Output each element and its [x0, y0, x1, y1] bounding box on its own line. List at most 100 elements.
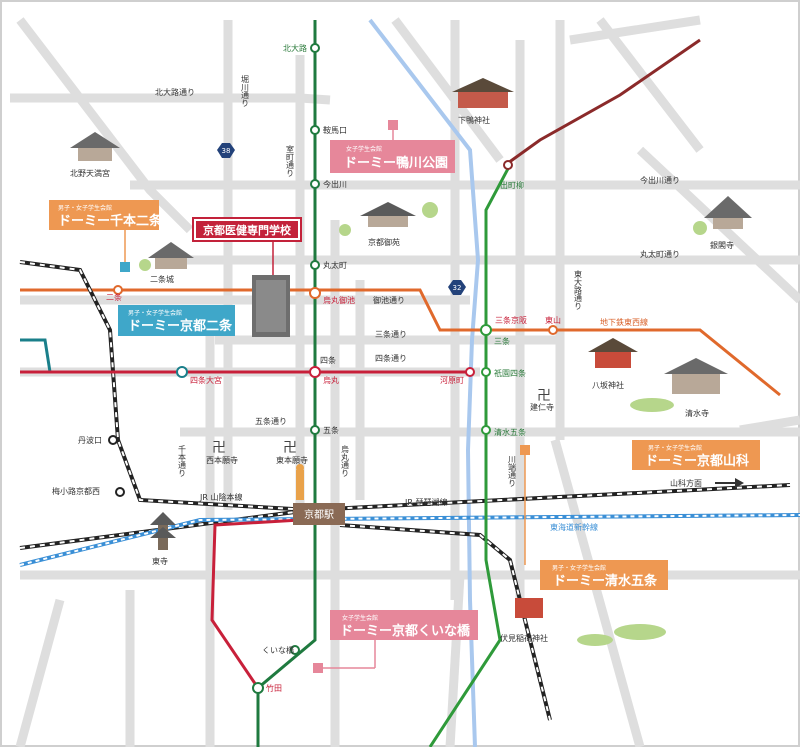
svg-text:ドーミー千本二条: ドーミー千本二条	[58, 213, 163, 229]
svg-text:山科方面: 山科方面	[670, 478, 702, 488]
eizan-line	[507, 38, 701, 165]
svg-text:出町柳: 出町柳	[500, 180, 524, 190]
svg-text:ドーミー京都山科: ドーミー京都山科	[645, 453, 749, 469]
svg-text:今出川通り: 今出川通り	[640, 175, 680, 185]
route-32-shield: 32	[448, 280, 466, 295]
svg-text:烏丸: 烏丸	[323, 375, 339, 385]
svg-text:京都医健専門学校: 京都医健専門学校	[203, 223, 292, 237]
svg-text:東山: 東山	[545, 315, 561, 325]
svg-text:東本願寺: 東本願寺	[276, 455, 308, 465]
svg-text:烏丸御池: 烏丸御池	[323, 295, 355, 305]
route-38-shield: 38	[217, 143, 235, 158]
station-markers	[108, 43, 558, 694]
svg-text:北大路通り: 北大路通り	[155, 87, 195, 97]
dorm-box-senbon-nijo[interactable]: 男子・女子学生会館 ドーミー千本二条	[49, 200, 163, 230]
svg-text:東海道新幹線: 東海道新幹線	[550, 522, 598, 532]
svg-text:烏丸通り: 烏丸通り	[341, 444, 350, 477]
temple-mark-icon: 卍	[537, 388, 551, 404]
kyoto-station-marker: 京都駅	[293, 503, 345, 525]
svg-text:四条大宮: 四条大宮	[190, 375, 222, 385]
svg-text:男子・女子学生会館: 男子・女子学生会館	[648, 444, 702, 452]
svg-text:川端通り: 川端通り	[508, 455, 517, 487]
tozai-line	[20, 288, 781, 397]
svg-text:地下鉄東西線: 地下鉄東西線	[600, 317, 648, 327]
svg-text:西本願寺: 西本願寺	[206, 455, 238, 465]
shrine-gate-icon	[588, 338, 638, 368]
landmark-labels: 下鴨神社 北野天満宮 京都御苑 二条城 銀閣寺 八坂神社 建仁寺 清水寺 西本願…	[70, 115, 734, 643]
svg-text:堀川通り: 堀川通り	[241, 75, 250, 107]
svg-text:丹波口: 丹波口	[78, 435, 102, 445]
svg-text:くいな橋: くいな橋	[262, 645, 294, 655]
kyoto-tower-icon	[296, 464, 304, 500]
svg-text:女子学生会館: 女子学生会館	[346, 145, 382, 153]
svg-text:京都駅: 京都駅	[304, 508, 334, 521]
svg-text:室町通り: 室町通り	[286, 144, 295, 177]
rail-labels: JR 山陰本線 JR 琵琶湖線 東海道新幹線 地下鉄東西線 山科方面	[199, 317, 702, 532]
svg-text:ドーミー京都二条: ドーミー京都二条	[128, 318, 233, 334]
shinkansen-line	[19, 513, 800, 567]
inari-gate-icon	[515, 598, 666, 646]
svg-text:御池通り: 御池通り	[373, 295, 405, 305]
svg-text:丸太町通り: 丸太町通り	[640, 249, 680, 259]
svg-text:北野天満宮: 北野天満宮	[70, 168, 110, 178]
svg-text:今出川: 今出川	[323, 179, 347, 189]
svg-text:三条京阪: 三条京阪	[495, 315, 527, 325]
svg-text:竹田: 竹田	[266, 683, 282, 693]
kintetsu-line	[210, 518, 301, 689]
svg-text:二条城: 二条城	[150, 274, 174, 284]
dorm-box-kamogawa[interactable]: 女子学生会館 ドーミー鴨川公園	[330, 140, 455, 173]
svg-text:三条通り: 三条通り	[375, 329, 407, 339]
svg-text:ドーミー鴨川公園: ドーミー鴨川公園	[344, 155, 448, 171]
pagoda-icon	[150, 512, 176, 550]
svg-text:京都御苑: 京都御苑	[368, 237, 400, 247]
svg-text:JR 琵琶湖線: JR 琵琶湖線	[404, 497, 447, 507]
svg-text:ドーミー清水五条: ドーミー清水五条	[553, 573, 658, 589]
svg-text:鞍馬口: 鞍馬口	[323, 125, 347, 135]
school-label[interactable]: 京都医健専門学校	[192, 217, 302, 242]
jr-sanin-line	[19, 260, 311, 512]
svg-text:四条: 四条	[320, 355, 336, 365]
svg-text:二条: 二条	[106, 292, 122, 302]
svg-text:東大路通り: 東大路通り	[574, 269, 583, 310]
svg-text:梅小路京都西: 梅小路京都西	[52, 486, 100, 496]
road-labels: 北大路通り 今出川通り 丸太町通り 御池通り 三条通り 四条通り 五条通り 堀川…	[155, 75, 680, 487]
svg-text:丸太町: 丸太町	[323, 260, 347, 270]
kiyomizu-temple-icon	[630, 358, 728, 412]
castle-icon	[139, 242, 194, 271]
school-building-icon	[252, 275, 290, 337]
svg-text:銀閣寺: 銀閣寺	[710, 240, 734, 250]
svg-text:河原町: 河原町	[440, 375, 464, 385]
svg-text:38: 38	[222, 147, 231, 155]
svg-text:男子・女子学生会館: 男子・女子学生会館	[58, 204, 112, 212]
svg-text:ドーミー京都くいな橋: ドーミー京都くいな橋	[340, 623, 471, 639]
pavilion-icon	[693, 196, 752, 235]
svg-text:建仁寺: 建仁寺	[530, 402, 554, 412]
svg-text:清水五条: 清水五条	[494, 427, 526, 437]
svg-text:男子・女子学生会館: 男子・女子学生会館	[552, 564, 606, 572]
temple-icon	[70, 132, 120, 161]
shrine-icon	[452, 78, 514, 108]
svg-text:女子学生会館: 女子学生会館	[342, 614, 378, 622]
svg-text:祇園四条: 祇園四条	[494, 368, 526, 378]
dorm-box-kuinabashi[interactable]: 女子学生会館 ドーミー京都くいな橋	[330, 610, 478, 640]
kamo-river	[368, 18, 481, 747]
svg-text:男子・女子学生会館: 男子・女子学生会館	[128, 309, 182, 317]
svg-text:清水寺: 清水寺	[685, 408, 709, 418]
dormitory-pins	[120, 120, 530, 673]
svg-text:八坂神社: 八坂神社	[592, 380, 624, 390]
svg-text:五条通り: 五条通り	[255, 416, 287, 426]
yamashina-arrow-icon	[715, 478, 744, 488]
svg-text:北大路: 北大路	[283, 43, 307, 53]
svg-text:五条: 五条	[323, 425, 339, 435]
svg-text:三条: 三条	[494, 336, 510, 346]
svg-text:32: 32	[453, 284, 462, 292]
svg-text:東寺: 東寺	[152, 556, 168, 566]
svg-text:JR 山陰本線: JR 山陰本線	[199, 492, 242, 502]
dorm-box-kiyomizu-gojo[interactable]: 男子・女子学生会館 ドーミー清水五条	[540, 560, 668, 590]
temple-mark-icon: 卍	[212, 440, 226, 456]
svg-text:伏見稲荷神社: 伏見稲荷神社	[500, 633, 548, 643]
dorm-box-kyoto-nijo[interactable]: 男子・女子学生会館 ドーミー京都二条	[118, 305, 235, 336]
temple-mark-icon: 卍	[283, 440, 297, 456]
dorm-box-yamashina[interactable]: 男子・女子学生会館 ドーミー京都山科	[632, 440, 760, 470]
